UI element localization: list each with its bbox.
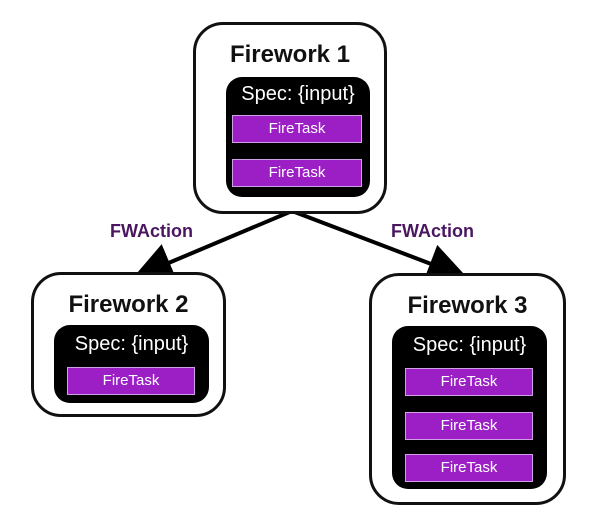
firetask: FireTask	[405, 412, 533, 440]
spec-block: Spec: {input} FireTask	[54, 325, 209, 403]
spec-label: Spec: {input}	[412, 334, 527, 356]
firetask: FireTask	[405, 368, 533, 396]
firetask: FireTask	[405, 454, 533, 482]
spec-label: Spec: {input}	[74, 333, 189, 355]
firework-3: Firework 3 Spec: {input} FireTask FireTa…	[369, 273, 566, 505]
spec-block: Spec: {input} FireTask FireTask	[226, 77, 370, 197]
firework-2: Firework 2 Spec: {input} FireTask	[31, 272, 226, 417]
firetask: FireTask	[67, 367, 195, 395]
edge-label-fw1-fw3: FWAction	[391, 221, 474, 241]
firetask: FireTask	[232, 115, 362, 143]
spec-block: Spec: {input} FireTask FireTask FireTask	[392, 326, 547, 489]
edge-fw1-fw2	[132, 209, 293, 282]
firework-1: Firework 1 Spec: {input} FireTask FireTa…	[193, 22, 387, 214]
spec-label: Spec: {input}	[241, 83, 355, 105]
firework-title: Firework 2	[68, 291, 189, 318]
firetask: FireTask	[232, 159, 362, 187]
edge-label-fw1-fw2: FWAction	[110, 221, 193, 241]
firework-title: Firework 1	[229, 41, 351, 68]
firework-title: Firework 3	[407, 292, 528, 319]
edge-fw1-fw3	[291, 209, 468, 283]
